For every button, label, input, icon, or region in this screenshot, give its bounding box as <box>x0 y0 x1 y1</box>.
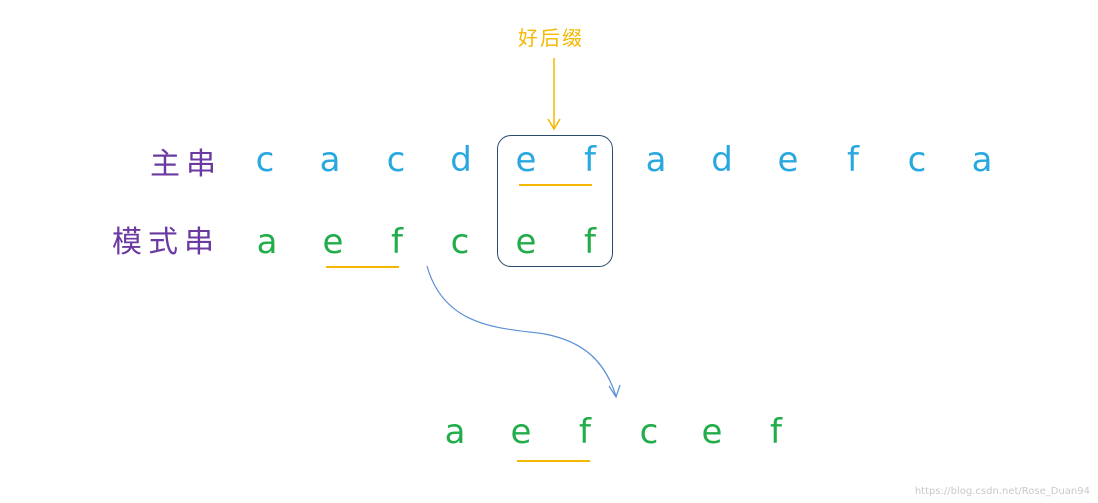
main-char: a <box>645 140 667 180</box>
pattern-match-underline <box>326 266 399 268</box>
shifted-pattern-char: f <box>770 412 782 452</box>
main-char: e <box>515 140 537 180</box>
main-char: f <box>584 140 596 180</box>
main-string-label: 主串 <box>150 147 222 182</box>
main-char: f <box>847 140 859 180</box>
shifted-match-underline <box>517 460 590 462</box>
main-char: d <box>711 140 733 180</box>
main-good-suffix-underline <box>519 184 592 186</box>
pattern-char: f <box>391 222 403 262</box>
shifted-pattern-char: e <box>701 412 723 452</box>
pattern-string-label: 模式串 <box>112 225 220 260</box>
main-char: a <box>971 140 993 180</box>
shift-curve-arrow <box>426 265 621 399</box>
shifted-pattern-char: a <box>444 412 466 452</box>
main-char: e <box>777 140 799 180</box>
watermark: https://blog.csdn.net/Rose_Duan94 <box>914 486 1090 497</box>
shifted-pattern-char: c <box>639 412 659 452</box>
main-char: d <box>450 140 472 180</box>
good-suffix-box <box>497 135 613 267</box>
main-char: c <box>386 140 406 180</box>
shifted-pattern-char: e <box>510 412 532 452</box>
main-char: a <box>319 140 341 180</box>
good-suffix-annotation: 好后缀 <box>518 26 584 50</box>
pattern-char: e <box>515 222 537 262</box>
main-char: c <box>255 140 275 180</box>
pattern-char: c <box>450 222 470 262</box>
shifted-pattern-char: f <box>579 412 591 452</box>
annotation-arrow <box>547 58 561 131</box>
pattern-char: e <box>322 222 344 262</box>
main-char: c <box>907 140 927 180</box>
pattern-char: a <box>256 222 278 262</box>
pattern-char: f <box>584 222 596 262</box>
